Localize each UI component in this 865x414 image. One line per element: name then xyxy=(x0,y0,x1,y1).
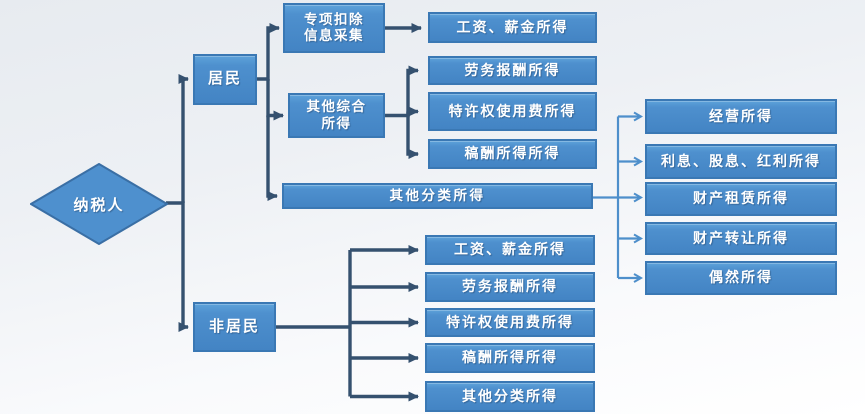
other-comprehensive-line1: 其他综合 xyxy=(306,99,367,115)
wage-income-bottom-label: 工资、薪金所得 xyxy=(454,241,566,258)
node-royalty-income-top: 特许权使用费所得 xyxy=(428,92,597,131)
other-comprehensive-line2: 所得 xyxy=(321,115,352,131)
node-author-income-bottom: 稿酬所得所得 xyxy=(425,343,595,373)
wage-income-top-label: 工资、薪金所得 xyxy=(456,18,569,35)
special-deduction-line1: 专项扣除 xyxy=(304,11,364,27)
incidental-income-label: 偶然所得 xyxy=(709,269,773,286)
connector-root-to-resident xyxy=(178,74,189,203)
node-incidental-income: 偶然所得 xyxy=(645,261,837,295)
connector-resident-to-special-deduction xyxy=(257,23,280,81)
connector-comprehensive-trunk-up xyxy=(385,65,419,118)
property-transfer-income-label: 财产转让所得 xyxy=(693,229,789,246)
labor-income-bottom-label: 劳务报酬所得 xyxy=(462,278,558,295)
interest-dividend-income-label: 利息、股息、红利所得 xyxy=(661,152,821,169)
business-income-label: 经营所得 xyxy=(709,107,773,124)
node-wage-income-bottom: 工资、薪金所得 xyxy=(425,235,595,265)
connector-resident-to-other-classified xyxy=(266,115,278,201)
node-royalty-income-bottom: 特许权使用费所得 xyxy=(425,308,595,337)
nonresident-label: 非居民 xyxy=(208,317,260,335)
node-interest-dividend-income: 利息、股息、红利所得 xyxy=(645,144,837,179)
special-deduction-line2: 信息采集 xyxy=(304,28,364,43)
node-labor-income-top: 劳务报酬所得 xyxy=(428,56,597,85)
node-other-classified: 其他分类所得 xyxy=(282,183,593,209)
node-property-lease-income: 财产租赁所得 xyxy=(645,182,837,216)
author-income-top-label: 稿酬所得所得 xyxy=(464,145,561,162)
royalty-income-bottom-label: 特许权使用费所得 xyxy=(446,313,574,330)
other-classified-bottom-label: 其他分类所得 xyxy=(462,387,558,404)
royalty-income-top-label: 特许权使用费所得 xyxy=(448,102,577,119)
labor-income-top-label: 劳务报酬所得 xyxy=(464,61,561,78)
diamond-shape xyxy=(30,163,168,245)
node-special-deduction: 专项扣除 信息采集 xyxy=(283,3,385,53)
connector-resident-to-other-comprehensive xyxy=(266,79,284,121)
taxpayer-label: 纳税人 xyxy=(73,196,125,214)
other-classified-label: 其他分类所得 xyxy=(389,187,486,203)
node-other-classified-bottom: 其他分类所得 xyxy=(425,381,595,412)
connector-comprehensive-down xyxy=(406,111,419,159)
node-resident: 居民 xyxy=(193,54,257,105)
connector-root-to-nonresident xyxy=(166,201,189,332)
node-author-income-top: 稿酬所得所得 xyxy=(428,139,597,169)
node-business-income: 经营所得 xyxy=(645,99,837,134)
node-wage-income-top: 工资、薪金所得 xyxy=(428,12,597,43)
node-nonresident: 非居民 xyxy=(193,302,276,352)
node-taxpayer: 纳税人 xyxy=(30,163,168,245)
node-other-comprehensive: 其他综合 所得 xyxy=(288,93,385,138)
node-property-transfer-income: 财产转让所得 xyxy=(645,222,837,255)
resident-label: 居民 xyxy=(207,70,242,88)
property-lease-income-label: 财产租赁所得 xyxy=(693,190,789,207)
author-income-bottom-label: 稿酬所得所得 xyxy=(462,349,558,366)
node-labor-income-bottom: 劳务报酬所得 xyxy=(425,272,595,302)
